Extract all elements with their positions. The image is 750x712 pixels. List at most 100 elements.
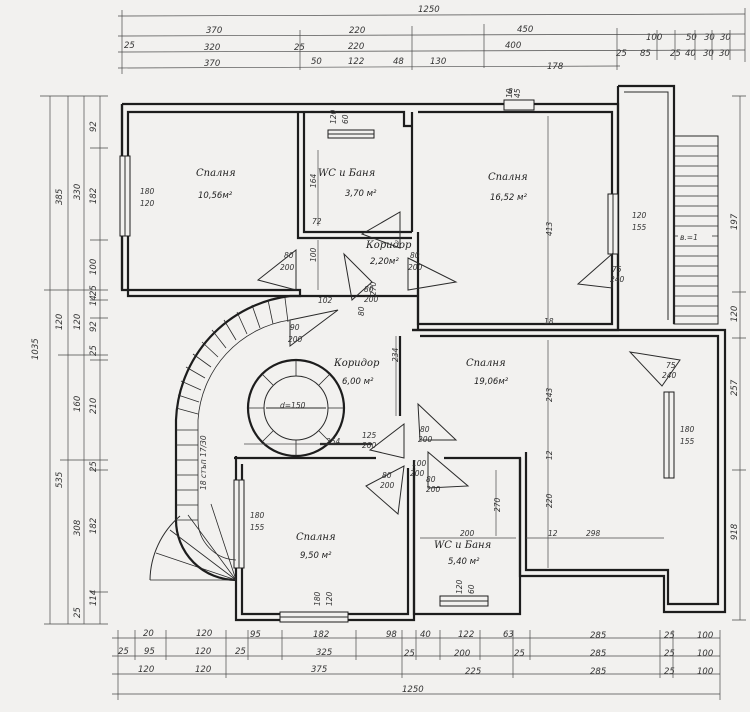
door-up-w: 80: [364, 285, 374, 294]
dim-top-320: 320: [204, 43, 220, 53]
door-diag5-w: 80: [426, 475, 436, 484]
dim-left-182: 182: [89, 188, 99, 204]
dim-bot-285b: 285: [590, 649, 606, 659]
dim-bot-120: 120: [196, 629, 212, 639]
dim-top-30c: 30: [703, 49, 714, 59]
wc-height: 164: [309, 173, 318, 188]
wc-window-w: 120: [329, 109, 338, 124]
door-ne-inner: [576, 252, 613, 289]
e-12b: 12: [548, 529, 558, 538]
wc-72: 72: [312, 217, 322, 226]
dim-bot-25b: 25: [118, 647, 129, 657]
dim-top-370b: 370: [204, 59, 220, 69]
dim-bot-95b: 95: [144, 647, 155, 657]
dim-bot-25e: 25: [514, 649, 525, 659]
door-diag1-h: 200: [362, 441, 377, 450]
room-area-bedroom-sw: 9,50 м²: [300, 551, 332, 561]
dim-bot-25g: 25: [664, 667, 675, 677]
ne-window-w: 120: [632, 211, 647, 220]
dim-top-25: 25: [124, 41, 135, 51]
dim-bot-25f: 25: [664, 649, 675, 659]
corr-270: 270: [369, 281, 378, 296]
dim-top-220a: 220: [349, 26, 365, 36]
e-243: 243: [545, 387, 554, 402]
door-corr-h: 200: [408, 263, 423, 272]
dim-bot-225: 225: [465, 667, 481, 677]
wc-s-270: 270: [493, 497, 502, 512]
door-diag-4: [427, 450, 470, 489]
dim-bot-100c: 100: [697, 667, 713, 677]
left-dimensions: 1035 385 120 535 330 120 160 308 25 92 1…: [31, 95, 108, 625]
dim-bot-63: 63: [503, 630, 514, 640]
dim-bot-285: 285: [590, 631, 606, 641]
door-nw-w: 80: [284, 251, 294, 260]
dim-top-220b: 220: [348, 42, 364, 52]
dim-bot-100b: 100: [697, 649, 713, 659]
corr-80: 80: [357, 306, 366, 316]
dim-bot-285c: 285: [590, 667, 606, 677]
dim-top-50: 50: [686, 33, 697, 43]
room-area-bedroom-nw: 10,56м²: [198, 191, 233, 201]
dim-bot-325: 325: [316, 648, 332, 658]
door-ne-w: 75: [612, 265, 622, 274]
dim-bot-120c: 120: [138, 665, 154, 675]
step-note: в.=1: [680, 233, 698, 242]
e-220: 220: [545, 493, 554, 508]
e-12: 12: [545, 450, 554, 460]
room-area-wc-north: 3,70 м²: [345, 189, 377, 199]
dim-left-160: 160: [73, 396, 83, 412]
doors: [256, 211, 681, 515]
dim-left-92: 92: [89, 121, 99, 132]
wc-s-window-w: 120: [455, 579, 464, 594]
dim-bot-200: 200: [454, 649, 470, 659]
dim-top-25c: 25: [616, 49, 627, 59]
door-nw-h: 200: [280, 263, 295, 272]
room-name-corridor-main: Коридор: [333, 358, 380, 369]
stair-diameter: d=150: [280, 401, 306, 410]
dim-top-30d: 30: [719, 49, 730, 59]
dim-left-120b: 120: [73, 314, 83, 330]
wc-s-200: 200: [460, 529, 475, 538]
e-window-w: 180: [680, 425, 695, 434]
dim-bot-98: 98: [386, 630, 397, 640]
dim-left-25: 25: [73, 607, 83, 618]
door-ne: [407, 257, 458, 291]
door-stair: [289, 309, 339, 347]
nw-window-w: 180: [140, 187, 155, 196]
balcony-mark: 8: [508, 87, 513, 96]
windows: [119, 99, 675, 623]
door-e-w: 75: [666, 361, 676, 370]
dim-bot-182: 182: [313, 630, 329, 640]
ne-window-h: 155: [632, 223, 647, 232]
door-nw: [256, 248, 297, 291]
dim-left-25b: 25: [89, 285, 99, 296]
dim-bot-375: 375: [311, 665, 327, 675]
door-diag3-w: 100: [412, 459, 427, 468]
dim-bot-122: 122: [458, 630, 474, 640]
dim-left-210: 210: [89, 398, 99, 414]
sw-window-w: 180: [250, 511, 265, 520]
dim-left-100: 100: [89, 259, 99, 275]
top-dimensions: 1250 370 220 450 25 320 25 220 400 100 5…: [117, 5, 746, 74]
dim-left-120: 120: [55, 314, 65, 330]
dim-bot-100: 100: [697, 631, 713, 641]
room-area-bedroom-e: 19,06м²: [474, 377, 509, 387]
door-diag1-w: 125: [362, 431, 377, 440]
ne-413: 413: [545, 221, 554, 236]
dim-bot-120d: 120: [195, 665, 211, 675]
dim-left-1035: 1035: [31, 338, 41, 360]
dim-left-308: 308: [73, 519, 83, 536]
door-corr-w: 80: [410, 251, 420, 260]
ne-top-45: 45: [513, 88, 522, 98]
stair-label: 18 стъп 17/30: [199, 435, 208, 490]
east-steps: в.=1: [673, 135, 719, 325]
door-e-h: 240: [662, 371, 677, 380]
e-298: 298: [586, 529, 601, 538]
dim-top-25d: 25: [670, 49, 681, 59]
dim-top-400: 400: [505, 41, 521, 51]
ne-top-10: 10: [505, 88, 514, 98]
room-name-wc-north: WC и Баня: [318, 168, 375, 179]
stair-well: d=150: [246, 358, 346, 458]
bottom-dimensions: 20 120 95 182 98 40 122 63 285 25 100 25…: [112, 629, 721, 700]
room-name-wc-south: WC и Баня: [434, 540, 491, 551]
